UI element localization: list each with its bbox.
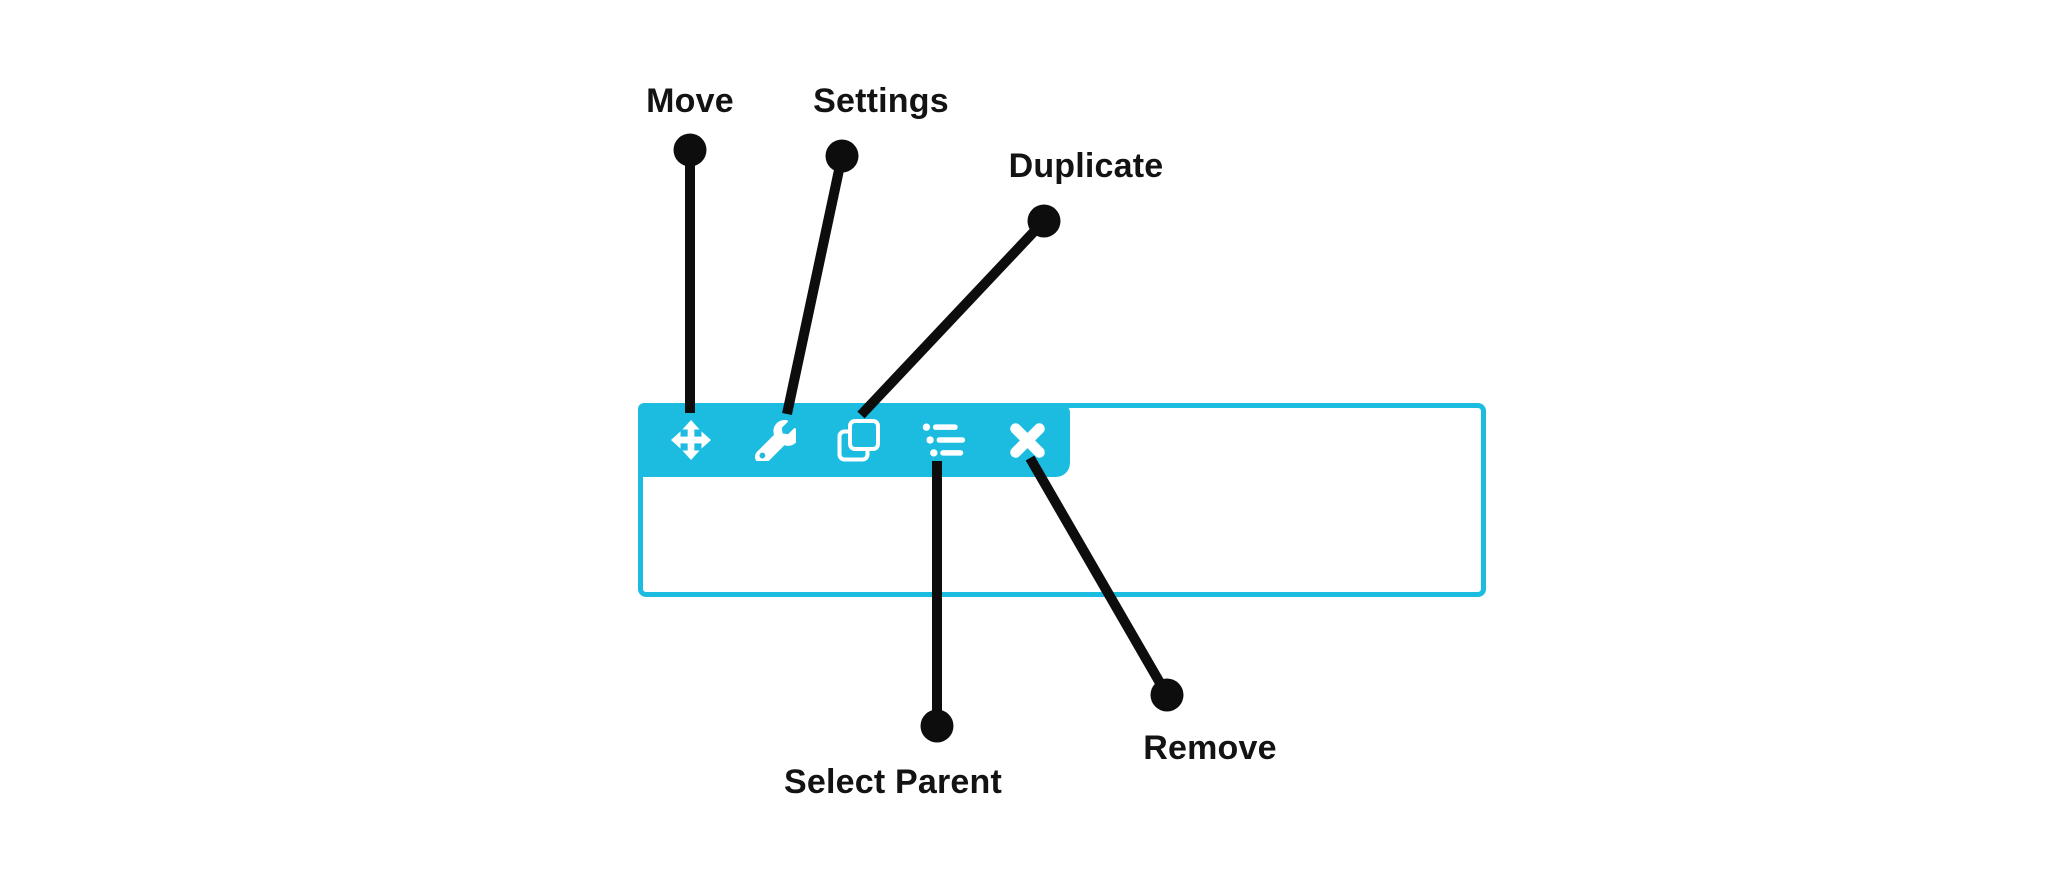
callout-label-move: Move [646,82,734,120]
select-parent-button[interactable] [920,417,966,463]
remove-callout-dot [1150,678,1184,712]
settings-button[interactable] [752,417,798,463]
move-icon [670,419,712,461]
wrench-icon [754,419,796,461]
settings-callout-dot [825,139,859,173]
duplicate-icon [837,418,880,461]
move-button[interactable] [668,417,714,463]
callout-label-settings: Settings [813,82,949,120]
duplicate-button[interactable] [836,417,882,463]
duplicate-callout-line [857,217,1048,419]
callout-label-select-parent: Select Parent [783,763,1003,801]
callout-label-duplicate: Duplicate [1008,147,1164,185]
duplicate-callout-dot [1027,204,1061,238]
callout-label-remove: Remove [1143,729,1277,767]
settings-callout-line [782,154,847,416]
close-icon [1009,422,1045,458]
list-icon [922,423,966,457]
select-parent-callout-dot [920,709,954,743]
move-callout-dot [673,133,707,167]
remove-button[interactable] [1004,417,1050,463]
module-toolbar [638,403,1070,477]
